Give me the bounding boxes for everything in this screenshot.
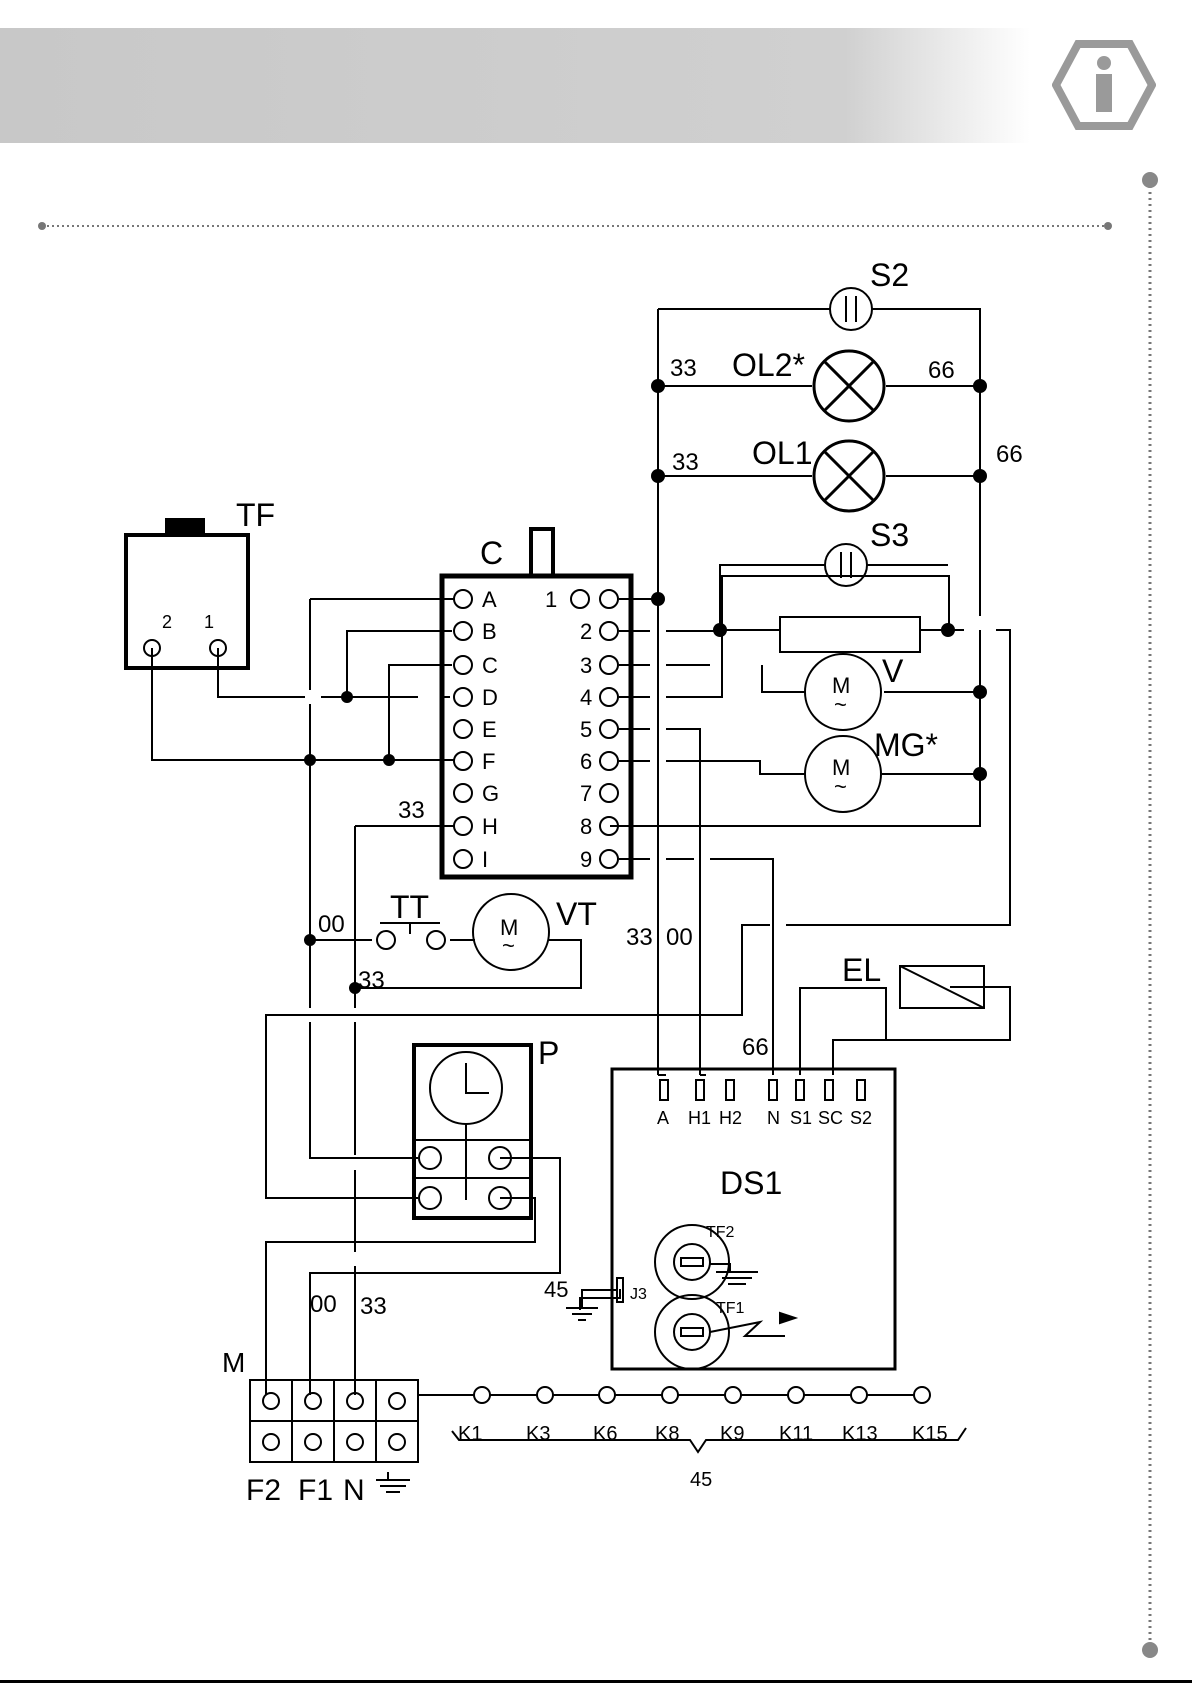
label-ds-sc: SC — [818, 1108, 843, 1128]
label-v: V — [882, 653, 904, 689]
label-c-g: G — [482, 781, 499, 806]
label-c-h: H — [482, 814, 498, 839]
label-m: M — [222, 1347, 245, 1378]
label-w00-m: 00 — [310, 1291, 337, 1318]
label-ds-n: N — [767, 1108, 780, 1128]
label-ds-s2: S2 — [850, 1108, 872, 1128]
label-c-4: 4 — [580, 685, 592, 710]
label-c-5: 5 — [580, 717, 592, 742]
label-f1: F1 — [298, 1474, 333, 1507]
label-tf2: TF2 — [706, 1224, 735, 1241]
label-w33-vt: 33 — [358, 967, 385, 994]
label-c-f: F — [482, 749, 495, 774]
label-c-7: 7 — [580, 781, 592, 806]
label-k15: K15 — [912, 1423, 948, 1445]
label-w66-ol2: 66 — [928, 357, 955, 384]
label-k8: K8 — [655, 1423, 679, 1445]
label-ds-a: A — [657, 1108, 669, 1128]
label-ds-h2: H2 — [719, 1108, 742, 1128]
label-c-8: 8 — [580, 814, 592, 839]
label-el: EL — [842, 952, 881, 988]
label-p: P — [538, 1035, 559, 1071]
label-j3: J3 — [630, 1286, 647, 1303]
label-s2: S2 — [870, 257, 909, 293]
label-c-d: D — [482, 685, 498, 710]
label-ol2: OL2* — [732, 347, 805, 383]
label-v-motor-tilde: ~ — [834, 692, 847, 717]
label-k3: K3 — [526, 1423, 550, 1445]
label-c-i: I — [482, 847, 488, 872]
label-n: N — [343, 1474, 365, 1507]
label-c-1: 1 — [545, 587, 557, 612]
label-c-2: 2 — [580, 619, 592, 644]
label-c-6: 6 — [580, 749, 592, 774]
label-c-b: B — [482, 619, 497, 644]
label-c-e: E — [482, 717, 497, 742]
label-vt-motor-tilde: ~ — [502, 933, 515, 958]
label-k11: K11 — [779, 1423, 813, 1445]
label-tf: TF — [236, 497, 275, 533]
label-k9: K9 — [720, 1423, 744, 1445]
label-w33-m: 33 — [360, 1293, 387, 1320]
label-w33-mid: 33 — [626, 924, 653, 951]
label-c-3: 3 — [580, 653, 592, 678]
label-tf-pin1: 1 — [204, 612, 214, 632]
label-k1: K1 — [458, 1423, 482, 1445]
label-c-a: A — [482, 587, 497, 612]
label-w45: 45 — [544, 1277, 568, 1302]
label-k13: K13 — [842, 1423, 878, 1445]
label-ds1: DS1 — [720, 1165, 782, 1201]
label-w33-h: 33 — [398, 797, 425, 824]
label-k6: K6 — [593, 1423, 617, 1445]
label-w33-ol2: 33 — [670, 355, 697, 382]
label-f2: F2 — [246, 1474, 281, 1507]
label-c-c: C — [482, 653, 498, 678]
label-w33-ol1: 33 — [672, 449, 699, 476]
label-k45: 45 — [690, 1469, 712, 1491]
label-vt: VT — [556, 896, 597, 932]
label-s3: S3 — [870, 517, 909, 553]
label-ds-s1: S1 — [790, 1108, 812, 1128]
label-mg: MG* — [874, 727, 938, 763]
label-tf1: TF1 — [716, 1300, 745, 1317]
label-ds-h1: H1 — [688, 1108, 711, 1128]
label-tt: TT — [390, 889, 429, 925]
label-w66-ol1: 66 — [996, 441, 1023, 468]
label-ol1: OL1 — [752, 435, 812, 471]
bottom-rule — [0, 1680, 1192, 1683]
label-c-9: 9 — [580, 847, 592, 872]
label-mg-motor-tilde: ~ — [834, 774, 847, 799]
label-tf-pin2: 2 — [162, 612, 172, 632]
label-w00-tt: 00 — [318, 911, 345, 938]
label-w00-mid: 00 — [666, 924, 693, 951]
label-w66-ds: 66 — [742, 1034, 769, 1061]
label-c: C — [480, 535, 503, 571]
